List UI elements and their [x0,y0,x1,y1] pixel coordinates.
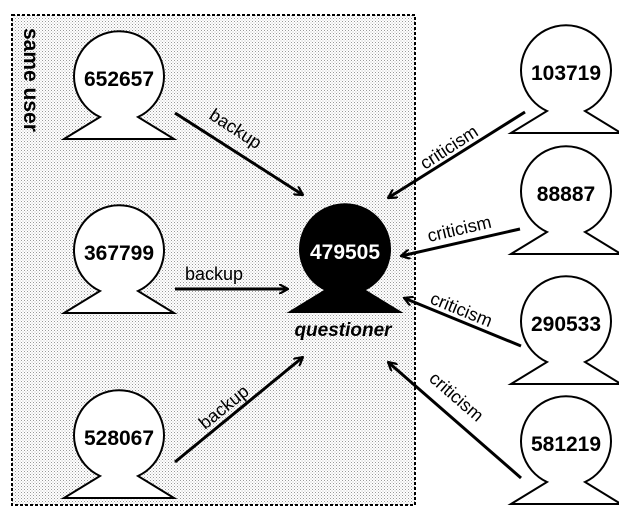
questioner-role-label: questioner [294,320,393,341]
edge-528067 [174,357,303,464]
user-node-103719: 103719 [507,24,619,134]
edge-88887 [401,227,521,256]
user-icon [507,275,619,385]
edge-103719 [388,110,526,200]
user-node-528067: 528067 [60,389,178,499]
edge-label-290533: criticism [428,288,496,331]
edge-label-581219: criticism [425,368,487,426]
questioner-id-label: 479505 [310,241,380,264]
user-icon [60,204,178,314]
user-id-label: 581219 [531,433,601,456]
user-id-label: 528067 [84,427,154,450]
user-id-label: 290533 [531,313,601,336]
edge-290533 [404,298,522,348]
edge-652657 [174,111,303,197]
edge-label-103719: criticism [416,121,481,173]
user-node-652657: 652657 [60,30,178,140]
user-icon [507,24,619,134]
user-icon [60,30,178,140]
user-id-label: 652657 [84,68,154,91]
user-node-581219: 581219 [507,395,619,505]
edge-label-367799: backup [185,264,243,284]
user-node-290533: 290533 [507,275,619,385]
user-node-88887: 88887 [507,145,619,255]
user-id-label: 88887 [537,183,595,206]
questioner-icon [286,203,404,313]
user-icon [507,145,619,255]
user-icon [60,389,178,499]
questioner-node: 479505 [286,203,404,313]
same-user-label: same user [19,28,42,132]
user-node-367799: 367799 [60,204,178,314]
edge-581219 [388,362,522,480]
edge-label-88887: criticism [425,212,493,246]
user-id-label: 367799 [84,242,154,265]
user-icon [507,395,619,505]
user-id-label: 103719 [531,62,601,85]
